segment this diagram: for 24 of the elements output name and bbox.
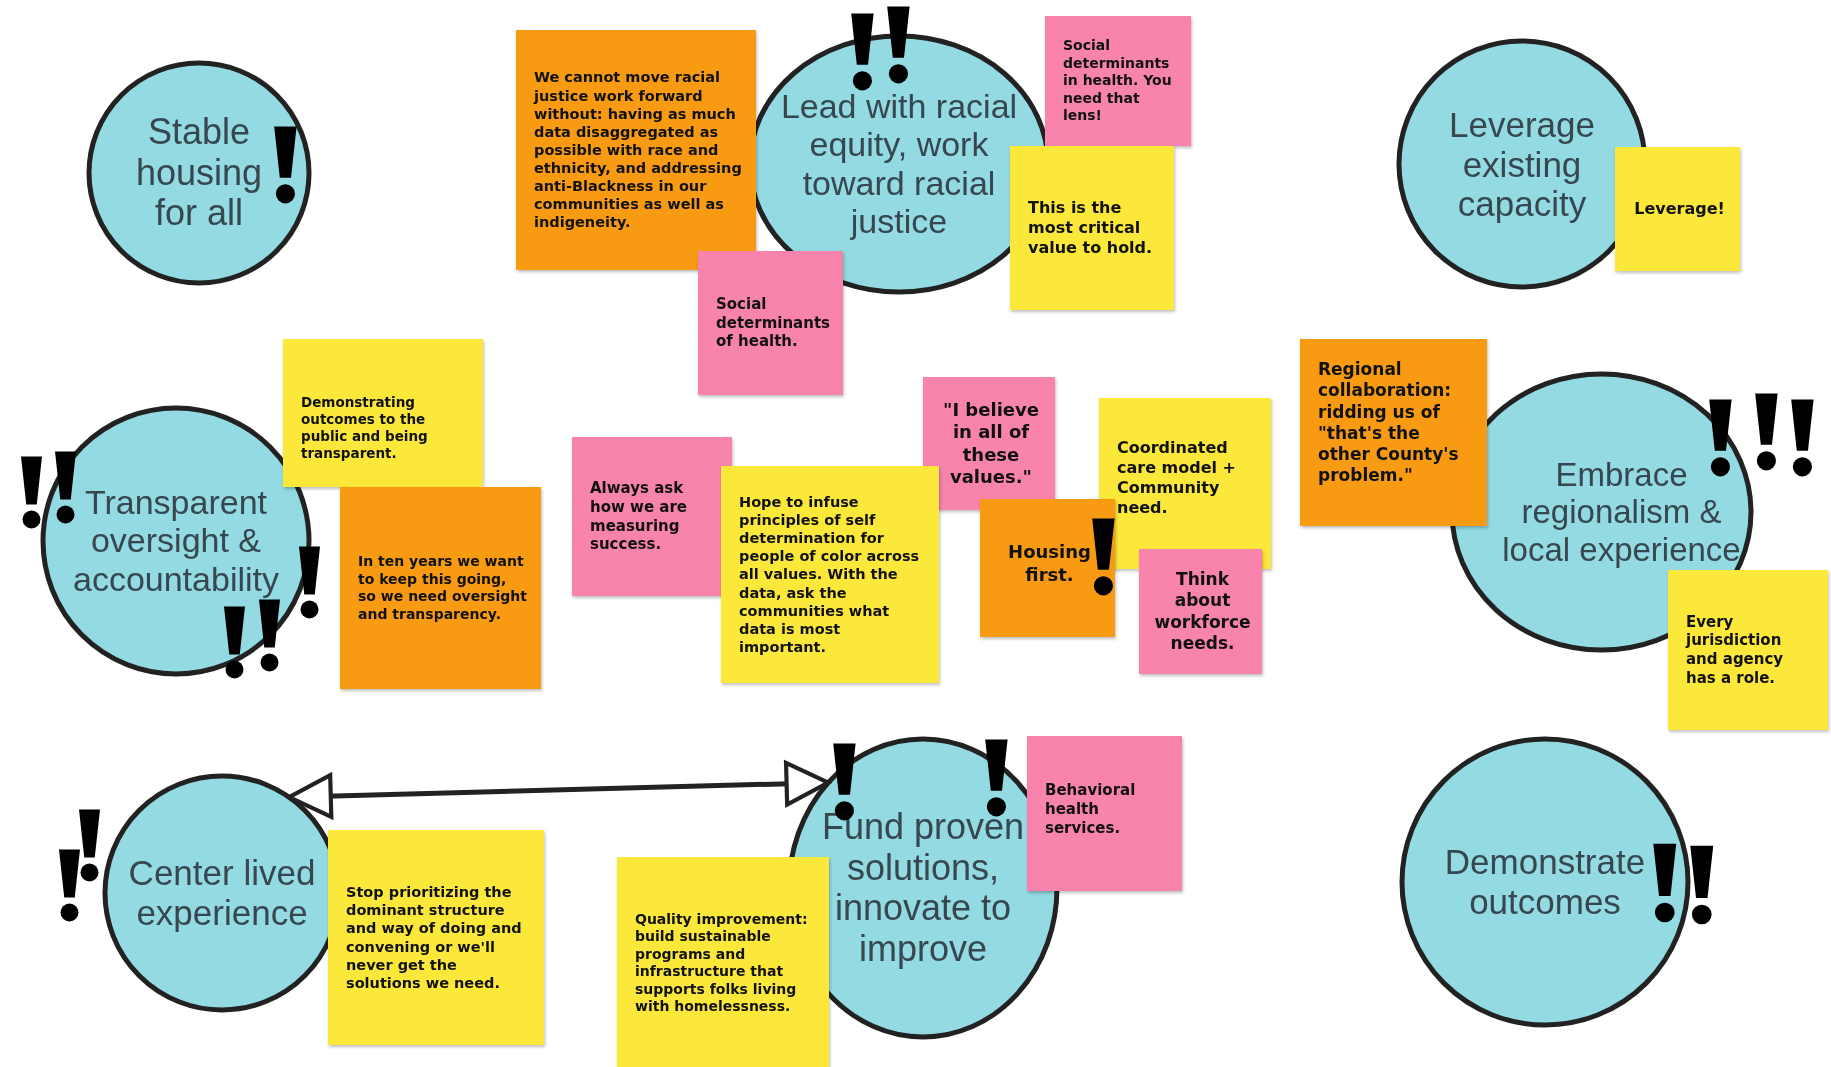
sticky-note: Always ask how we are measuring success. bbox=[572, 437, 732, 596]
value-label: Leverage existing capacity bbox=[1448, 104, 1596, 224]
sticky-note: In ten years we want to keep this going, so we need oversight and transparency. bbox=[340, 487, 541, 689]
sticky-note: Behavioral health services. bbox=[1027, 736, 1182, 891]
sticky-note: Every jurisdiction and agency has a role. bbox=[1668, 570, 1828, 730]
sticky-note: Stop prioritizing the dominant structure and way of doing and convening or we'll never get the solutions we need. bbox=[328, 830, 544, 1045]
sticky-note: Leverage! bbox=[1615, 147, 1740, 271]
sticky-note: "I believe in all of these values." bbox=[923, 377, 1055, 510]
sticky-note: Social determinants in health. You need that lens! bbox=[1045, 16, 1191, 146]
sticky-note: Regional collaboration: ridding us of "that's the other County's problem." bbox=[1300, 339, 1487, 526]
sticky-note: Social determinants of health. bbox=[698, 251, 843, 395]
sticky-note: Demonstrating outcomes to the public and being transparent. bbox=[283, 339, 483, 487]
value-label: Demonstrate outcomes bbox=[1443, 842, 1647, 922]
sticky-note: Hope to infuse principles of self determination for people of color across all values. With the data, ask the communities what data is most important. bbox=[721, 466, 939, 683]
sticky-note: Housing first. bbox=[980, 499, 1115, 637]
value-label: Stable housing for all bbox=[134, 112, 264, 234]
sticky-note: This is the most critical value to hold. bbox=[1010, 146, 1174, 310]
value-label: Center lived experience bbox=[127, 853, 317, 933]
sticky-note: Quality improvement: build sustainable programs and infrastructure that supports folks living with homelessness. bbox=[617, 857, 829, 1067]
value-label: Transparent oversight & accountability bbox=[72, 483, 280, 599]
value-label: Embrace regionalism & local experience bbox=[1501, 456, 1742, 568]
sticky-note: We cannot move racial justice work forward without: having as much data disaggregated as possible with race and ethnicity, and addressing anti-Blackness in our communities as well as indigeneity. bbox=[516, 30, 756, 270]
double-arrow bbox=[287, 760, 831, 819]
sticky-note: Think about workforce needs. bbox=[1139, 549, 1262, 674]
